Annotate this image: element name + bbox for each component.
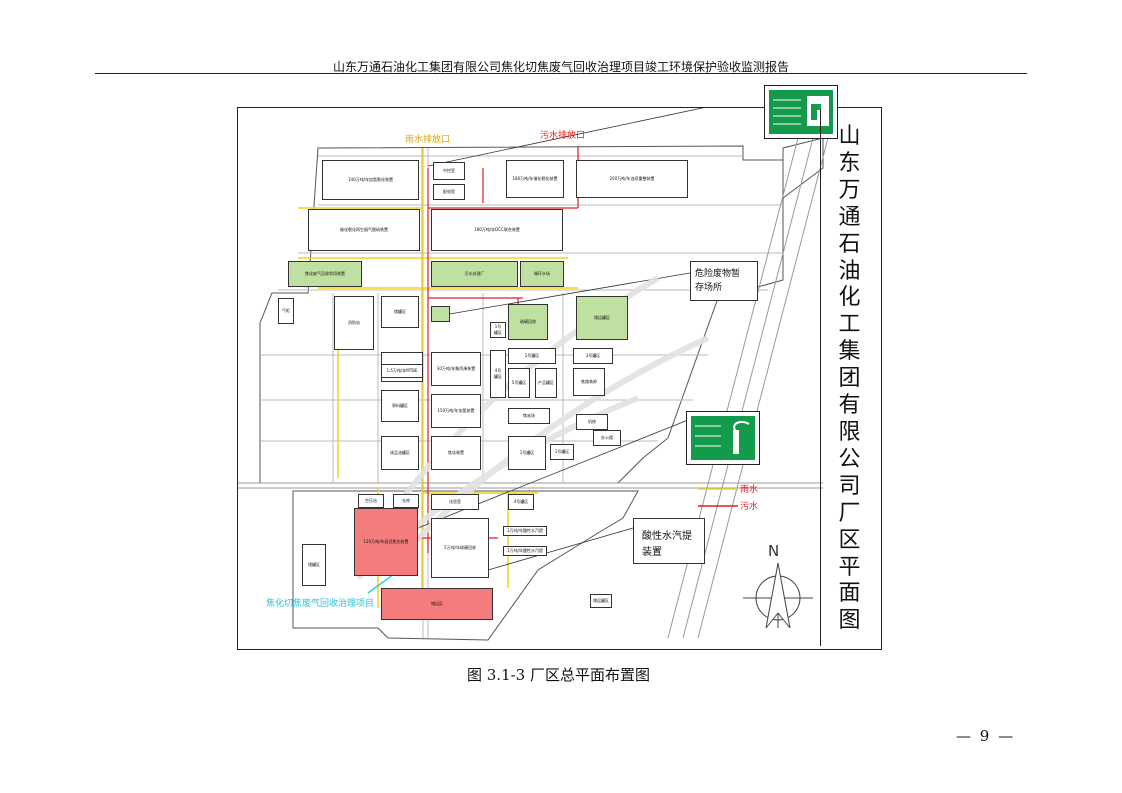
outfall-sign (764, 85, 838, 139)
plant-boundary-north (259, 145, 784, 484)
side-title-char: 石 (838, 231, 861, 257)
building-b34: 机修 (576, 414, 608, 430)
acid-label-line2: 装置 (642, 547, 662, 558)
acid-label-line1: 酸性水汽提 (642, 531, 692, 542)
building-b18: 3号罐区 (573, 348, 613, 364)
building-b37: 1号罐区 (508, 436, 546, 470)
building-b45: 储运罐区 (590, 594, 612, 608)
building-b28: 办公楼 (593, 430, 621, 446)
north-label: N (768, 542, 780, 560)
building-b4: 180万吨/年催化裂化装置 (506, 160, 564, 198)
plant-boundary-south (292, 490, 639, 641)
building-b43: 3万吨/年酸性水汽提 (503, 546, 547, 556)
building-b20: 5号罐区 (508, 368, 530, 398)
outfall-sign-icon (769, 90, 833, 134)
side-title-char: 油 (838, 258, 861, 284)
side-title-char: 图 (838, 608, 861, 634)
side-title-char: 通 (838, 204, 861, 230)
building-b19: 4号罐区 (490, 350, 506, 398)
acid-callout: 酸性水汽提 装置 (633, 518, 705, 564)
side-title-char: 东 (838, 150, 861, 176)
site-plan-map: 焦化废气回收利用装置 污水处理厂 循环水场 硫磺回收 储运罐区 120万吨/年延… (237, 85, 882, 650)
side-title-char: 公 (838, 446, 861, 472)
building-b15: 消防站 (334, 296, 374, 350)
stack-sign (686, 411, 760, 465)
plant-east-boundary (782, 137, 824, 199)
building-b40: 3万吨/年酸性水汽提 (503, 526, 547, 536)
building-b38: 1号罐区 (550, 444, 574, 460)
building-b14: 储罐区 (381, 296, 419, 328)
side-title-char: 厂 (838, 500, 861, 526)
side-title-column: 山东万通石油化工集团有限公司厂区平面图 (820, 110, 878, 646)
side-title: 山东万通石油化工集团有限公司厂区平面图 (821, 124, 878, 635)
building-b6: 催化裂化再生烟气脱硫装置 (308, 209, 420, 251)
building-b36: 仓库 (393, 494, 419, 508)
side-title-char: 限 (838, 419, 861, 445)
building-b26: 铁路装卸 (573, 368, 605, 396)
building-b11: 气柜 (278, 298, 294, 324)
outfall-sewage-label: 污水排放口 (540, 131, 586, 141)
side-title-char: 万 (838, 177, 861, 203)
building-b17: 2号罐区 (508, 348, 556, 364)
building-b39: 5万吨/年硫磺回收 (431, 518, 489, 578)
north-arrow-icon (743, 562, 813, 629)
hazard-label-line2: 存场所 (695, 283, 723, 293)
legend-rain-label: 雨水 (740, 485, 759, 495)
building-b35: 空压站 (358, 494, 384, 508)
building-b10: 循环水场 (520, 261, 564, 287)
side-title-char: 平 (838, 554, 861, 580)
hazard-label-line1: 危险废物暂 (695, 269, 741, 279)
building-b30: 120万吨/年延迟焦化装置 (354, 508, 418, 576)
building-b1: 140万吨/年加氢裂化装置 (322, 160, 419, 200)
side-title-char: 化 (838, 285, 861, 311)
hazard-callout: 危险废物暂 存场所 (690, 261, 758, 301)
side-title-char: 司 (838, 473, 861, 499)
building-b31: 化验室 (431, 494, 479, 510)
building-b24: 产品罐区 (535, 368, 557, 398)
building-b23: 30万吨/年聚丙烯装置 (431, 352, 481, 386)
building-b5: 200万吨/年连续重整装置 (576, 160, 688, 198)
zone-hazard-storage (431, 306, 450, 322)
side-title-char: 集 (838, 339, 861, 365)
side-title-char: 有 (838, 393, 861, 419)
project-label: 焦化切焦废气回收治理项目 (266, 599, 375, 609)
building-b44: 储罐区 (302, 544, 326, 586)
building-b8: 焦化废气回收利用装置 (288, 261, 362, 287)
building-b25: 150万吨/年加氢装置 (431, 394, 481, 428)
building-b7: 180万吨/年DCC联合装置 (431, 209, 563, 251)
outfall-rain-label: 雨水排放口 (405, 135, 451, 145)
building-b3: 配电室 (433, 184, 465, 200)
building-b16: 1号罐区 (490, 322, 506, 338)
building-b29: 焦化装置 (431, 436, 481, 470)
side-title-char: 团 (838, 366, 861, 392)
building-b2: 中控室 (433, 162, 465, 180)
legend-sewage-label: 污水 (740, 502, 759, 512)
building-b22: 1.5万吨/年MTBE (381, 364, 423, 378)
building-b12: 硫磺回收 (508, 304, 548, 340)
side-title-char: 工 (838, 312, 861, 338)
building-b32: 原料罐区 (381, 390, 419, 422)
stack-sign-icon (691, 416, 755, 460)
building-b27: 成品油罐区 (381, 436, 419, 470)
building-b9: 污水处理厂 (431, 261, 518, 287)
building-b41: 储运区 (381, 588, 493, 620)
figure-caption: 图 3.1-3 厂区总平面布置图 (466, 666, 650, 684)
building-b42: 4号罐区 (508, 494, 534, 510)
page-number: — 9 — (956, 727, 1016, 745)
page-header: 山东万通石油化工集团有限公司焦化切焦废气回收治理项目竣工环境保护验收监测报告 (332, 60, 789, 74)
building-b13: 储运罐区 (576, 296, 628, 340)
side-title-char: 区 (838, 527, 861, 553)
building-b33: 焦炭场 (508, 408, 550, 424)
side-title-char: 面 (838, 581, 861, 607)
side-title-char: 山 (838, 124, 861, 149)
header-rule (95, 73, 1027, 74)
